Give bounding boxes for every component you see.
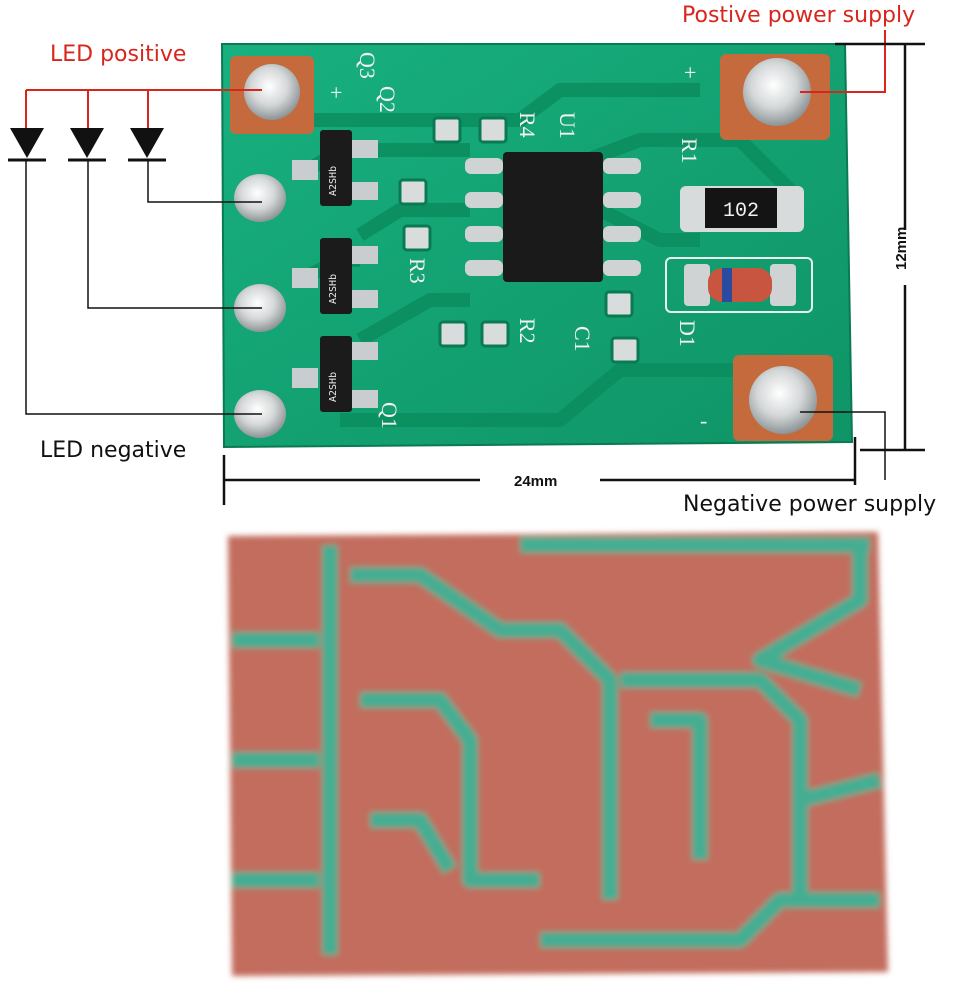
dimension-lines: [222, 42, 925, 505]
transistors: [292, 130, 378, 412]
transistor-mark-3: A2SHb: [328, 371, 339, 402]
label-plus-left: +: [330, 80, 342, 105]
resistor-r1: 102: [680, 186, 804, 232]
label-q1: Q1: [377, 402, 402, 429]
silkscreen: R4 U1 R1 R3 R2 C1 D1 Q3 Q2 Q1 + + -: [330, 52, 707, 433]
ic-u1: [465, 152, 641, 282]
height-dimension: 12mm: [893, 226, 910, 270]
led-schematic: [25, 89, 262, 128]
transistor-mark-1: A2SHb: [328, 165, 339, 196]
resistor-code: 102: [723, 200, 759, 223]
diode-d1: [665, 257, 813, 313]
label-r1: R1: [677, 138, 702, 164]
label-q3: Q3: [355, 52, 380, 79]
label-d1: D1: [675, 320, 700, 347]
negative-supply-leader: [800, 411, 886, 480]
label-r4: R4: [515, 112, 540, 138]
led-diodes: [8, 128, 262, 415]
label-c1: C1: [570, 326, 595, 352]
transistor-mark-2: A2SHb: [328, 273, 339, 304]
led-positive-label: LED positive: [50, 42, 187, 67]
label-q2: Q2: [375, 86, 400, 113]
led-negative-label: LED negative: [40, 438, 187, 463]
positive-supply-label: Postive power supply: [682, 3, 916, 28]
label-minus: -: [700, 408, 707, 433]
label-r2: R2: [515, 318, 540, 344]
solder-pads: [234, 58, 817, 438]
width-dimension: 24mm: [514, 473, 558, 490]
label-plus-right: +: [684, 60, 696, 85]
positive-supply-leader: [800, 30, 886, 93]
label-u1: U1: [555, 112, 580, 139]
label-r3: R3: [405, 258, 430, 284]
empty-smd-pads: [398, 116, 640, 364]
negative-supply-label: Negative power supply: [683, 492, 937, 517]
